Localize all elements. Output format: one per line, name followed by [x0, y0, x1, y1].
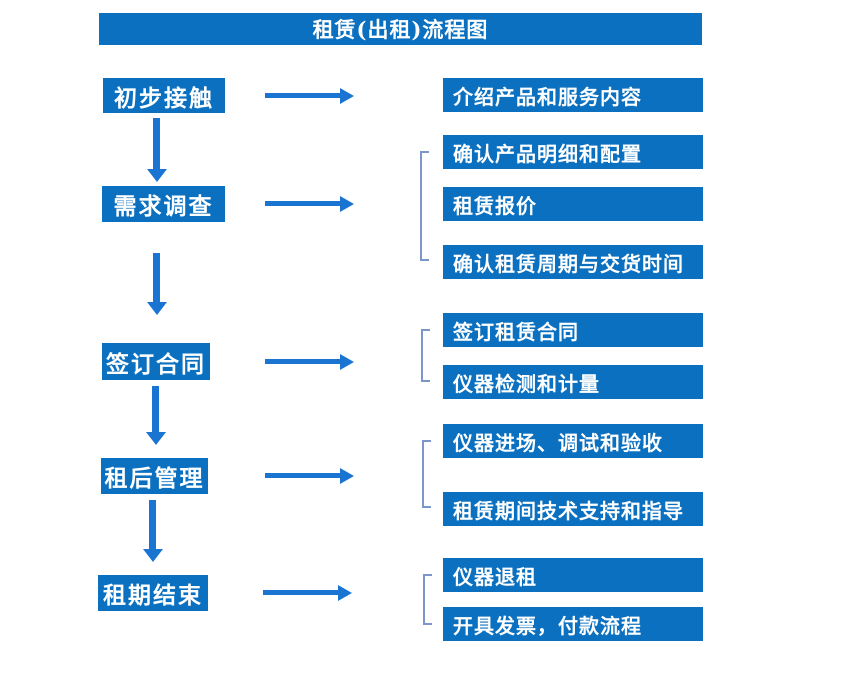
detail-box-instrument-inspection: 仪器检测和计量 [443, 365, 703, 399]
bracket-group-5 [423, 574, 432, 625]
detail-box-technical-support: 租赁期间技术支持和指导 [443, 492, 703, 526]
detail-box-rental-quotation: 租赁报价 [443, 187, 703, 221]
down-arrow-1 [147, 118, 167, 182]
detail-box-confirm-period-delivery: 确认租赁周期与交货时间 [443, 245, 703, 279]
step-box-rental-end: 租期结束 [98, 575, 208, 611]
down-arrow-4 [143, 500, 163, 562]
bracket-group-3 [421, 329, 430, 382]
detail-box-instrument-setup-acceptance: 仪器进场、调试和验收 [443, 424, 703, 458]
flowchart-title: 租赁(出租)流程图 [99, 13, 702, 45]
step-box-sign-contract: 签订合同 [102, 343, 210, 380]
right-arrow-4 [265, 468, 354, 484]
bracket-group-4 [422, 440, 431, 508]
detail-box-instrument-return: 仪器退租 [443, 558, 703, 592]
detail-box-introduce-products: 介绍产品和服务内容 [443, 78, 703, 112]
right-arrow-3 [265, 354, 354, 370]
step-box-initial-contact: 初步接触 [103, 78, 225, 113]
step-box-demand-survey: 需求调查 [102, 186, 225, 222]
step-box-post-rental-management: 租后管理 [101, 458, 208, 494]
right-arrow-2 [265, 196, 354, 212]
detail-box-sign-rental-contract: 签订租赁合同 [443, 313, 703, 347]
right-arrow-5 [263, 585, 352, 601]
down-arrow-3 [146, 386, 166, 445]
bracket-group-2 [420, 151, 429, 261]
down-arrow-2 [147, 253, 167, 315]
right-arrow-1 [265, 88, 354, 104]
detail-box-confirm-product-config: 确认产品明细和配置 [443, 135, 703, 169]
detail-box-invoice-payment: 开具发票，付款流程 [443, 607, 703, 641]
